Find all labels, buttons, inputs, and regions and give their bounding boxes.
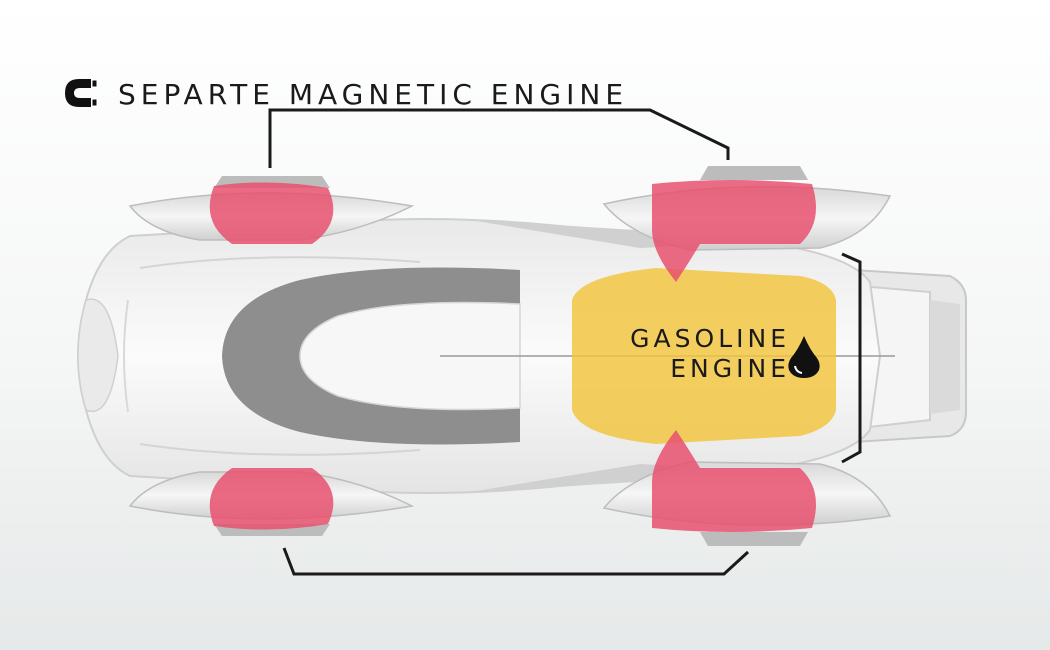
magnetic-engine-highlights bbox=[209, 180, 816, 532]
callout-lines bbox=[268, 108, 862, 576]
gasoline-engine-label-line1: GASOLINE bbox=[630, 324, 790, 353]
gasoline-engine-label: GASOLINE ENGINE bbox=[590, 324, 790, 384]
gasoline-engine-bracket bbox=[841, 252, 862, 464]
gasoline-engine-highlight bbox=[572, 268, 836, 444]
magnetic-engine-label: SEPARTE MAGNETIC ENGINE bbox=[118, 78, 629, 111]
magnetic-engine-callout-bottom bbox=[282, 547, 750, 576]
magnetic-engine-front-left bbox=[209, 182, 334, 244]
magnetic-engine-front-right bbox=[209, 468, 334, 530]
magnetic-engine-rear-right bbox=[652, 430, 816, 532]
magnetic-engine-rear-left bbox=[652, 180, 816, 282]
magnetic-engine-callout-top bbox=[268, 108, 730, 168]
fuel-drop-icon bbox=[788, 336, 820, 378]
gasoline-engine-label-line2: ENGINE bbox=[670, 354, 790, 383]
magnet-icon bbox=[65, 79, 98, 107]
